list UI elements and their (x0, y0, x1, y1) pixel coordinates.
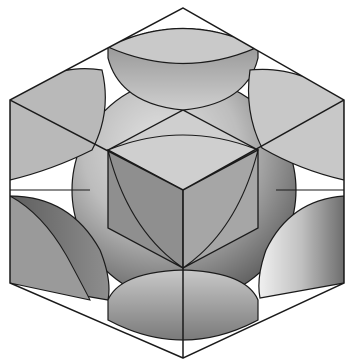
unit-cell-svg (0, 0, 352, 363)
unit-cell-diagram (0, 0, 352, 363)
